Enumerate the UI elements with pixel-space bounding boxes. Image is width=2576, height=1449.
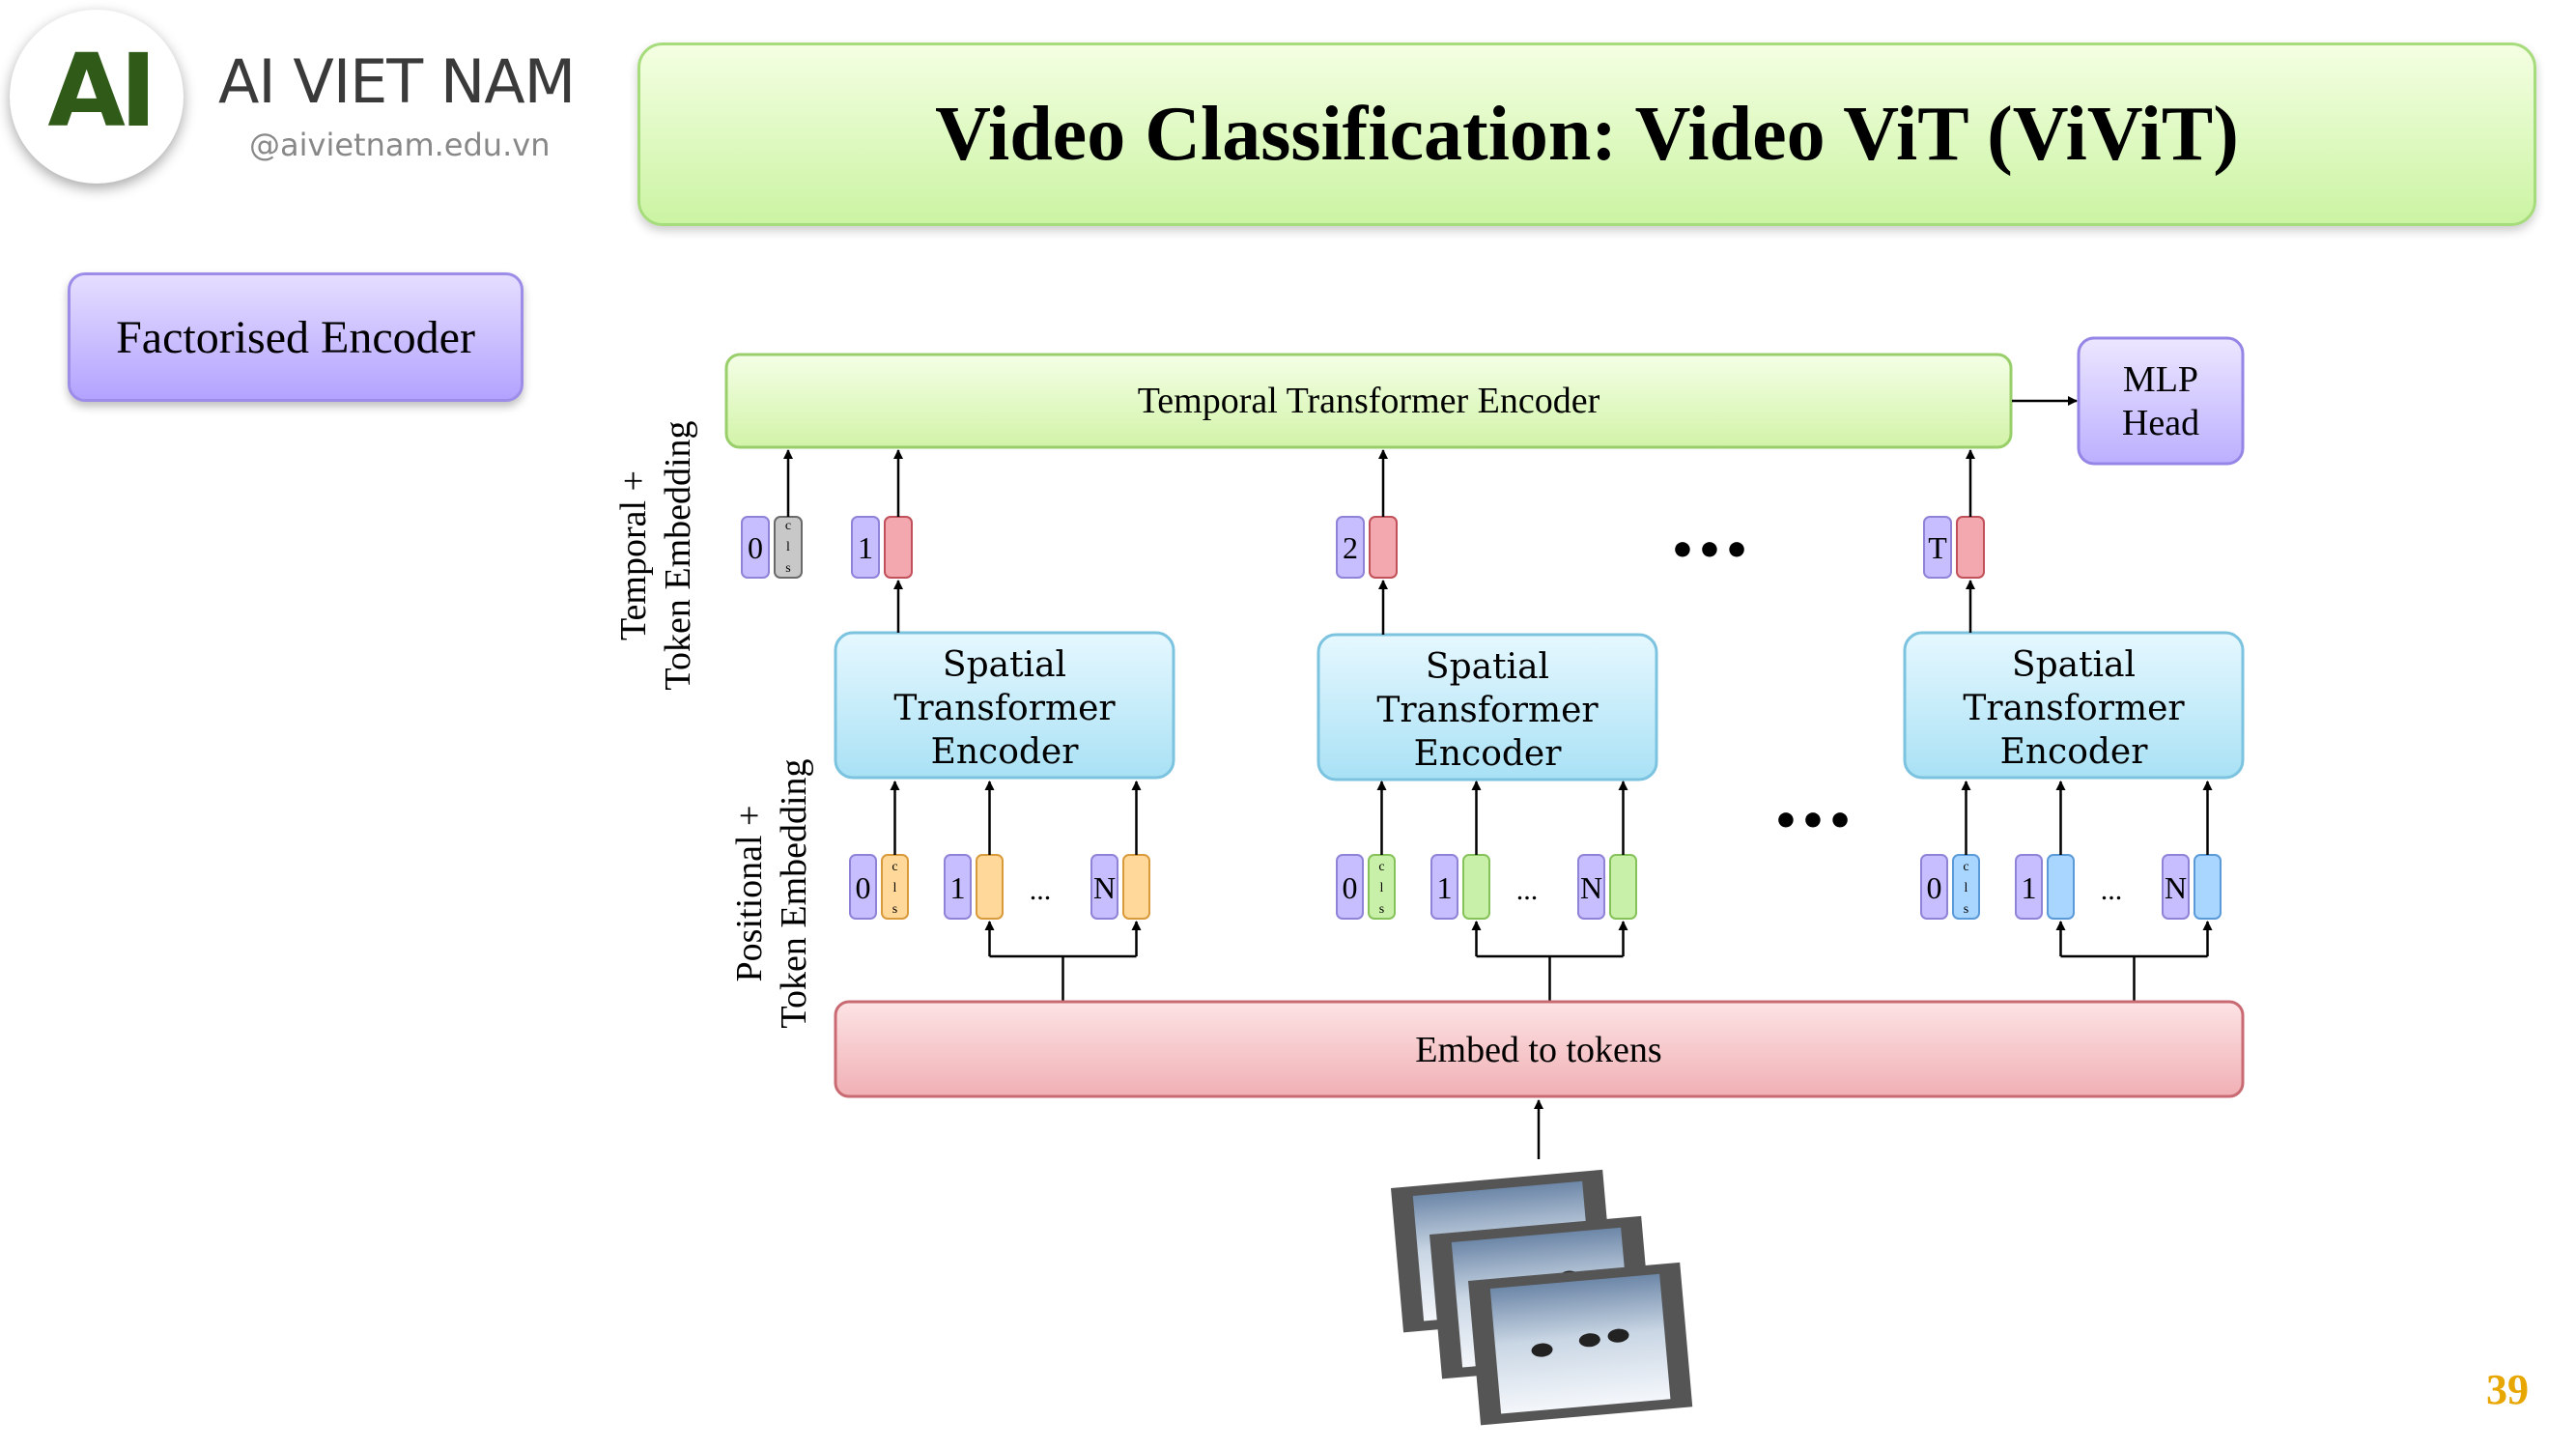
- spatial-cls-char: c: [1378, 860, 1384, 874]
- spatial-ellipsis: ...: [1516, 874, 1539, 906]
- spatial-position-token-0: [1336, 854, 1364, 920]
- mlp-head-label-2: Head: [2122, 403, 2199, 443]
- spatial-patch-token-1: [2047, 854, 2075, 920]
- spatial-token-0-label: 0: [856, 870, 871, 905]
- spatial-position-token-0: [849, 854, 877, 920]
- spatial-cls-char: s: [1379, 902, 1384, 917]
- spatial-transformer-encoder-2: [1316, 633, 1658, 781]
- spatial-token-n-label: N: [1093, 870, 1116, 905]
- spatial-token-0-label: 0: [1343, 870, 1358, 905]
- spatial-patch-token-n: [2194, 854, 2222, 920]
- temporal-cls-text-c: c: [785, 519, 791, 533]
- section-label-box: Factorised Encoder: [68, 272, 524, 402]
- spatial-encoder-2-line-2: Transformer: [1376, 691, 1599, 730]
- spatial-encoder-3-line-3: Encoder: [2000, 732, 2149, 772]
- temporal-side-label-1: Temporal +: [613, 470, 654, 640]
- spatial-token-1-label: 1: [2022, 870, 2037, 905]
- spatial-position-token-n: [1090, 854, 1118, 920]
- temporal-token-row: 0 c l s 1 2 ••• T: [741, 449, 1985, 579]
- spatial-patch-token-1: [1462, 854, 1490, 920]
- temporal-position-token-1: [851, 516, 880, 579]
- mlp-head-label-1: MLP: [2123, 359, 2198, 400]
- logo-text: AI: [47, 32, 156, 150]
- temporal-token-1-label: 1: [858, 530, 873, 565]
- temporal-token-2-label: 2: [1343, 530, 1358, 565]
- spatial-position-token-0: [1920, 854, 1948, 920]
- temporal-position-token-t: [1923, 516, 1952, 579]
- spatial-cls-char: c: [1963, 860, 1968, 874]
- temporal-token-t-label: T: [1928, 530, 1947, 565]
- temporal-position-token-2: [1336, 516, 1365, 579]
- temporal-dots: •••: [1669, 526, 1750, 576]
- spatial-patch-token-1: [976, 854, 1004, 920]
- embed-to-tokens-box: [834, 1000, 2245, 1098]
- spatial-cls-char: l: [1965, 881, 1968, 895]
- page-number: 39: [2486, 1366, 2529, 1413]
- film-frame-3: [1468, 1262, 1693, 1426]
- positional-side-label-2: Token Embedding: [774, 758, 814, 1028]
- spatial-encoder-2-line-1: Spatial: [1426, 647, 1549, 687]
- spatial-encoder-3-line-1: Spatial: [2012, 645, 2136, 685]
- spatial-ellipsis: ...: [2101, 874, 2123, 906]
- spatial-token-1-label: 1: [950, 870, 966, 905]
- spatial-token-n-label: N: [2165, 870, 2187, 905]
- temporal-side-label-2: Token Embedding: [658, 420, 698, 690]
- spatial-encoder-group-2: Spatial Transformer Encoder: [1316, 580, 1658, 781]
- spatial-encoder-1-line-3: Encoder: [931, 732, 1080, 772]
- spatial-token-0-label: 0: [1927, 870, 1942, 905]
- spatial-patch-token-n: [1609, 854, 1637, 920]
- temporal-position-token-0: [741, 516, 770, 579]
- temporal-token-0-label: 0: [748, 530, 763, 565]
- spatial-cls-char: s: [1964, 902, 1968, 917]
- spatial-cls-char: c: [892, 860, 897, 874]
- spatial-token-1-label: 1: [1437, 870, 1453, 905]
- spatial-encoder-group-3: Spatial Transformer Encoder: [1903, 580, 2245, 780]
- mlp-head-box: [2077, 336, 2245, 466]
- spatial-encoder-1-line-1: Spatial: [943, 645, 1066, 685]
- spatial-position-token-n: [1577, 854, 1605, 920]
- brand-name: AI VIET NAM: [218, 46, 576, 117]
- video-frames-illustration: [1391, 1169, 1693, 1426]
- temporal-frame-token-2: [1369, 516, 1398, 579]
- temporal-transformer-encoder: [724, 353, 2013, 449]
- section-label: Factorised Encoder: [116, 311, 475, 363]
- spatial-patch-token-n: [1122, 854, 1150, 920]
- spatial-encoder-2-line-3: Encoder: [1414, 734, 1563, 774]
- temporal-cls-text-l: l: [786, 540, 790, 554]
- spatial-token-n-label: N: [1580, 870, 1602, 905]
- spatial-cls-char: l: [893, 881, 897, 895]
- spatial-encoder-3-line-2: Transformer: [1963, 689, 2185, 728]
- spatial-position-token-n: [2162, 854, 2190, 920]
- positional-side-label-1: Positional +: [729, 806, 770, 982]
- logo-badge: [10, 10, 184, 184]
- temporal-cls-text-s: s: [785, 561, 790, 576]
- spatial-encoder-group-1: Spatial Transformer Encoder: [834, 580, 1175, 780]
- spatial-transformer-encoder-3: [1903, 631, 2245, 780]
- brand-handle: @aivietnam.edu.vn: [249, 127, 551, 163]
- spatial-position-token-1: [944, 854, 972, 920]
- spatial-encoder-1-line-2: Transformer: [893, 689, 1116, 728]
- spatial-cls-char: l: [1380, 881, 1384, 895]
- temporal-frame-token-1: [884, 516, 913, 579]
- temporal-encoder-label: Temporal Transformer Encoder: [1138, 381, 1600, 421]
- spatial-dots: •••: [1772, 797, 1854, 846]
- spatial-position-token-1: [1430, 854, 1458, 920]
- title-banner: Video Classification: Video ViT (ViViT): [637, 43, 2536, 226]
- embed-to-tokens-label: Embed to tokens: [1415, 1030, 1661, 1070]
- spatial-transformer-encoder-1: [834, 631, 1175, 780]
- slide-title: Video Classification: Video ViT (ViViT): [935, 91, 2239, 177]
- spatial-ellipsis: ...: [1030, 874, 1052, 906]
- spatial-cls-char: s: [892, 902, 897, 917]
- spatial-position-token-1: [2015, 854, 2043, 920]
- temporal-frame-token-t: [1956, 516, 1985, 579]
